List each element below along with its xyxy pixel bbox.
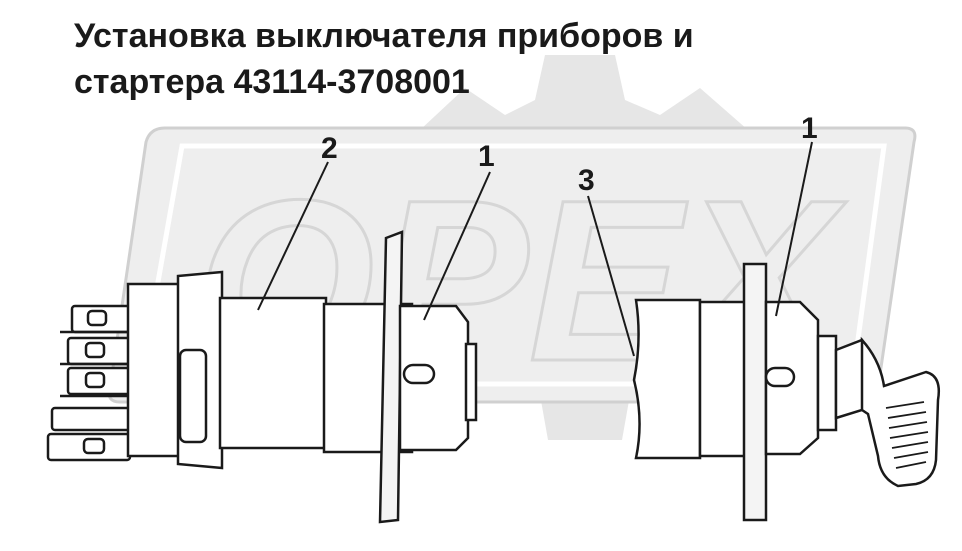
leader-3: [587, 195, 635, 357]
mounting-panel-right: [742, 262, 768, 522]
nut-slot-left: [402, 363, 436, 385]
right-switch-assembly: [632, 262, 940, 522]
key-collar: [816, 334, 838, 432]
callout-1-right: 1: [801, 112, 818, 145]
diagram-title-line-2: стартера 43114-3708001: [74, 63, 470, 101]
key-handle: [860, 336, 940, 488]
callout-2: 2: [321, 132, 338, 165]
switch-body-main: [218, 296, 328, 450]
nut-slot-right: [764, 366, 796, 388]
left-switch-assembly: [46, 230, 478, 524]
terminal-connectors: [46, 304, 132, 462]
callout-3: 3: [578, 164, 595, 197]
callout-1-left: 1: [478, 140, 495, 173]
diagram-title-line-1: Установка выключателя приборов и: [74, 17, 694, 55]
key-grip-ridges: [885, 401, 929, 469]
switch-bezel-left: [464, 342, 478, 422]
switch-body-right: [698, 300, 752, 458]
cut-body-section: [632, 298, 702, 460]
leader-lines: [257, 141, 813, 357]
leader-1a: [423, 171, 491, 321]
flange-notch: [178, 348, 208, 444]
leader-2: [257, 161, 329, 311]
switch-rear-housing: [126, 282, 182, 458]
mounting-panel-left: [378, 230, 404, 524]
leader-1b: [775, 141, 813, 317]
